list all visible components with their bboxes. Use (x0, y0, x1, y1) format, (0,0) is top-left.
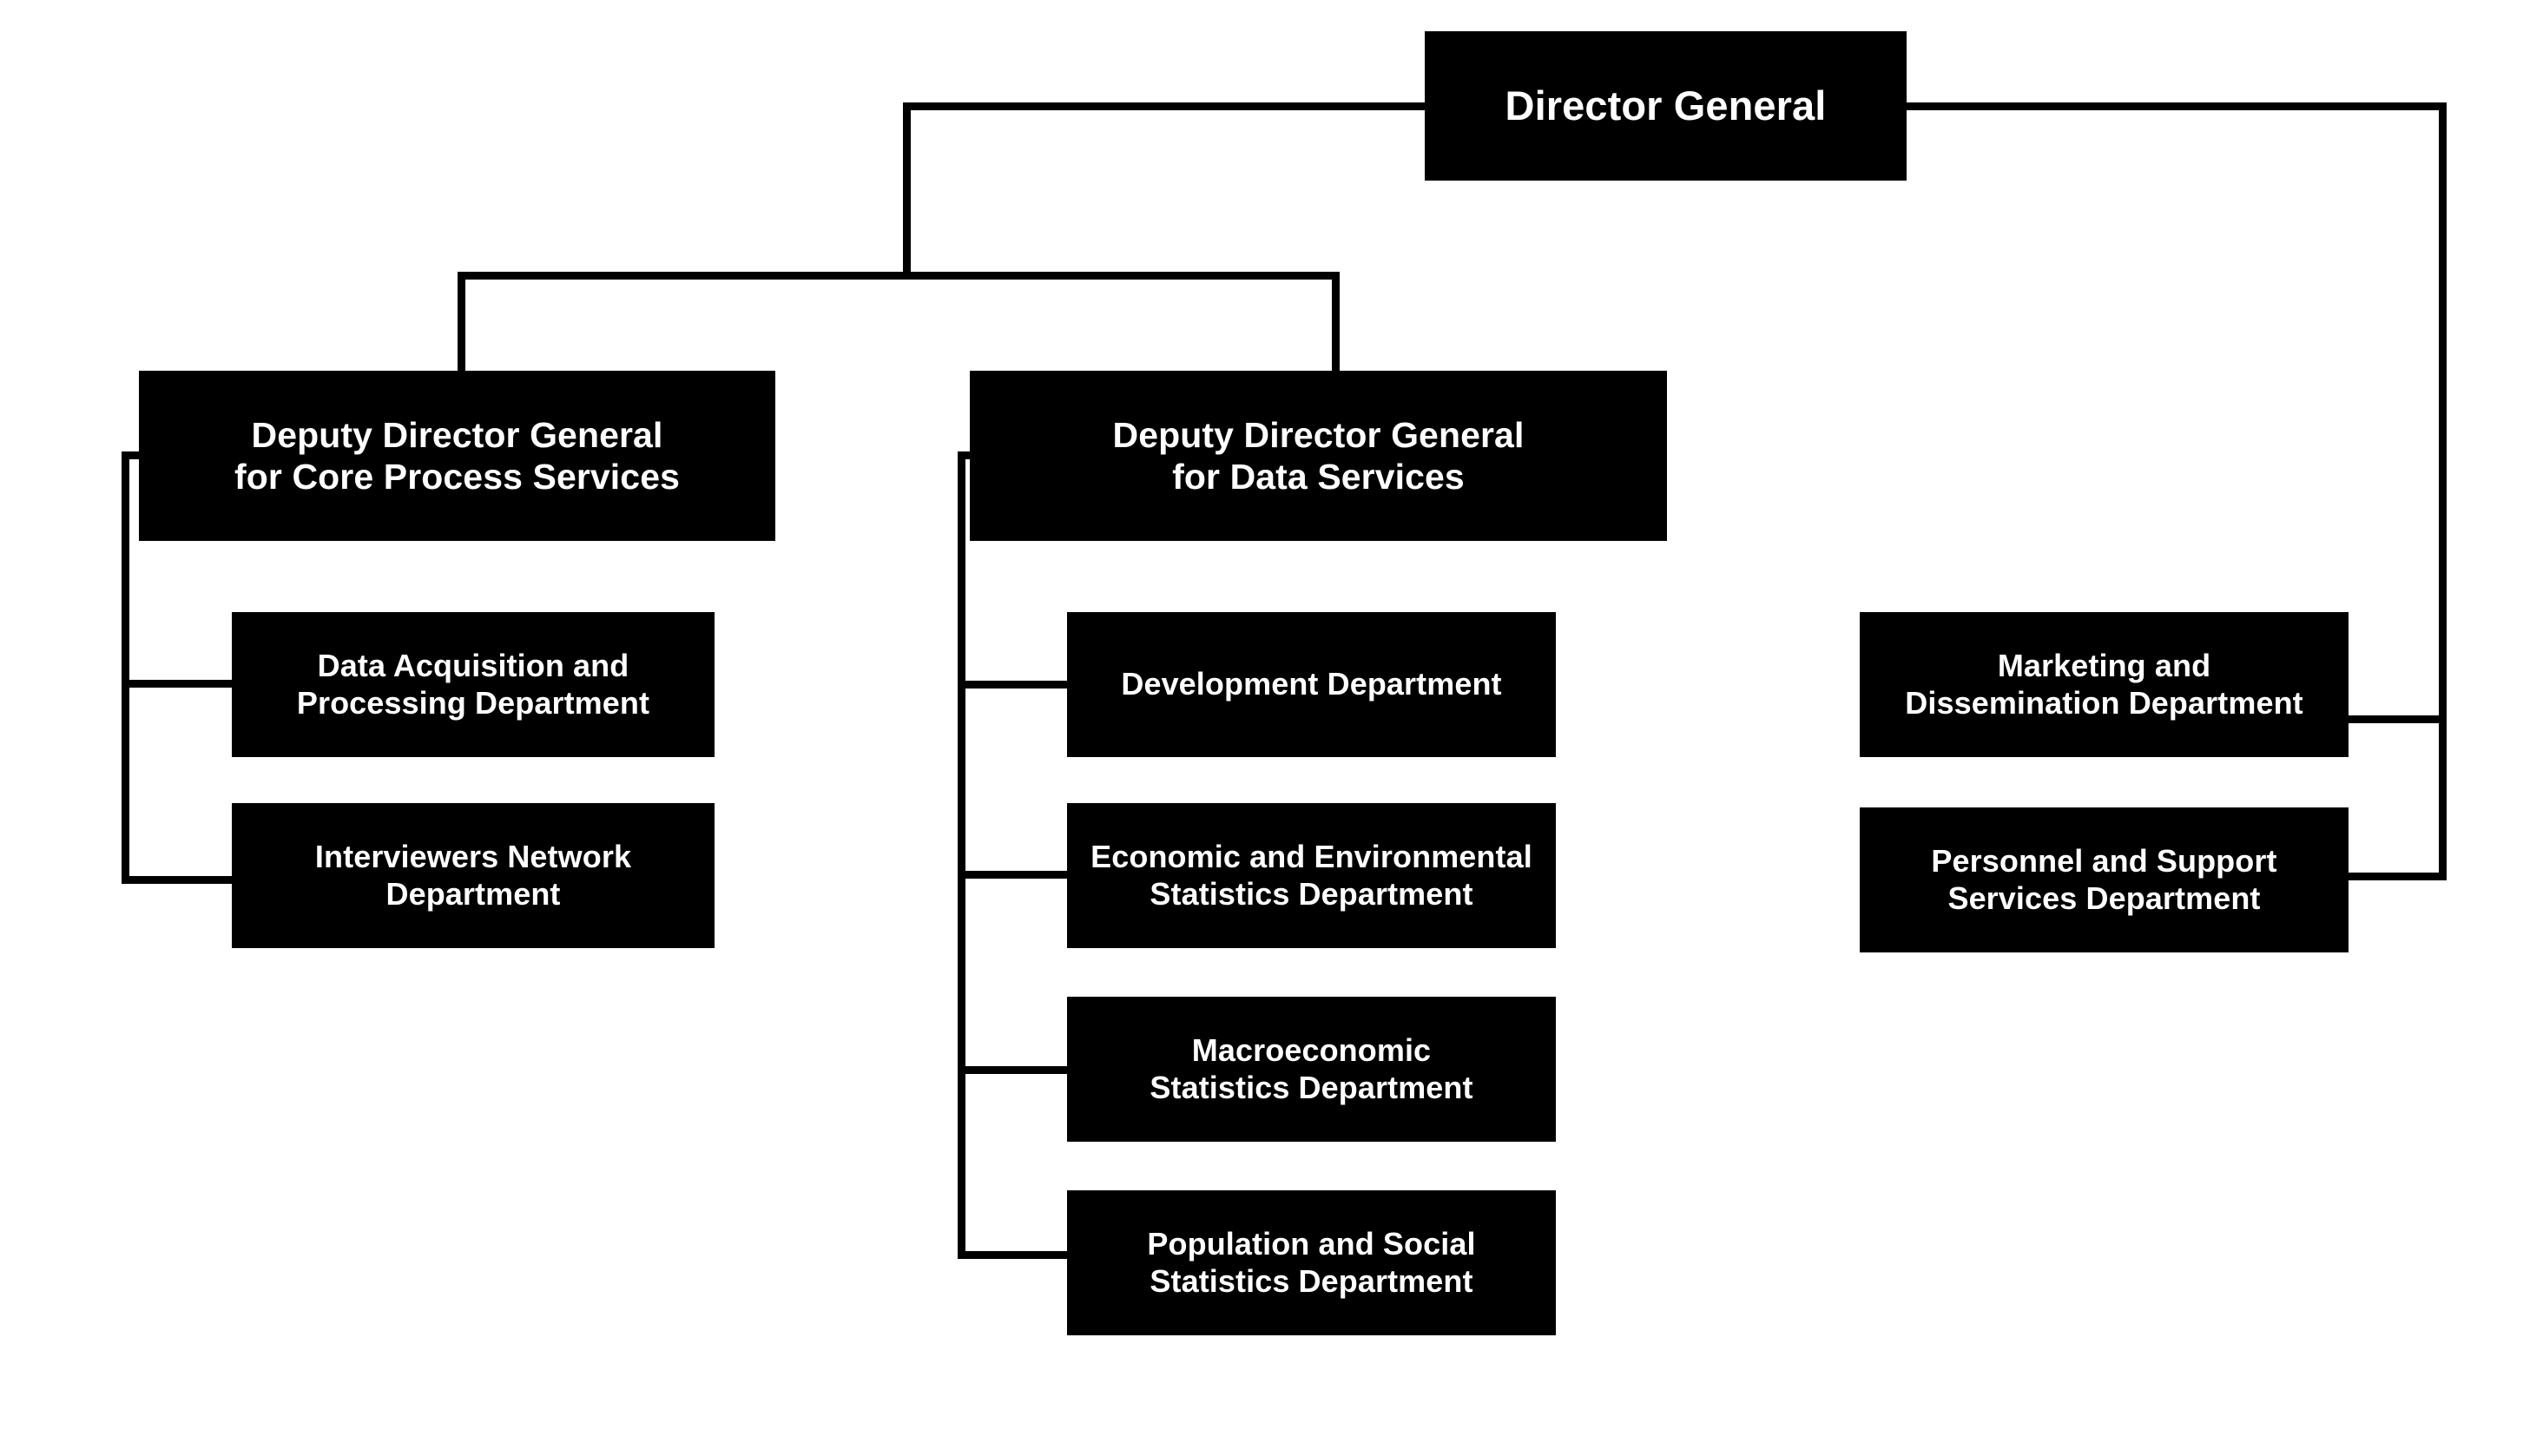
node-data-acquisition-processing-department-label: Data Acquisition and Processing Departme… (296, 648, 650, 721)
node-deputy-data-services[interactable]: Deputy Director General for Data Service… (970, 371, 1667, 541)
connector-right-to-marketing (2344, 715, 2447, 723)
node-economic-environmental-statistics-department-label: Economic and Environmental Statistics De… (1090, 839, 1532, 912)
connector-core-to-dept-2 (122, 876, 234, 884)
connector-data-to-dept-4 (958, 1251, 1071, 1259)
connector-data-spine-top-stub (958, 451, 980, 459)
node-data-acquisition-processing-department[interactable]: Data Acquisition and Processing Departme… (232, 612, 715, 757)
node-macroeconomic-statistics-department[interactable]: Macroeconomic Statistics Department (1067, 997, 1556, 1142)
connector-right-trunk-vertical (2439, 102, 2447, 880)
connector-data-spine (958, 451, 965, 1259)
connector-drop-deputy-core (458, 272, 465, 374)
connector-core-to-dept-1 (122, 680, 234, 688)
node-economic-environmental-statistics-department[interactable]: Economic and Environmental Statistics De… (1067, 803, 1556, 948)
connector-drop-deputy-data (1332, 272, 1340, 374)
connector-data-to-dept-1 (958, 681, 1071, 688)
node-personnel-support-services-department-label: Personnel and Support Services Departmen… (1931, 843, 2277, 916)
node-population-social-statistics-department-label: Population and Social Statistics Departm… (1147, 1226, 1476, 1299)
node-macroeconomic-statistics-department-label: Macroeconomic Statistics Department (1150, 1032, 1473, 1105)
node-interviewers-network-department[interactable]: Interviewers Network Department (232, 803, 715, 948)
node-personnel-support-services-department[interactable]: Personnel and Support Services Departmen… (1860, 807, 2349, 952)
connector-left-trunk-vertical (903, 102, 911, 274)
node-development-department[interactable]: Development Department (1067, 612, 1556, 757)
connector-dg-to-right-trunk (1907, 102, 2447, 110)
connector-deputy-spreader (458, 272, 1340, 280)
node-marketing-dissemination-department[interactable]: Marketing and Dissemination Department (1860, 612, 2349, 757)
node-development-department-label: Development Department (1121, 666, 1502, 702)
connector-core-spine (122, 451, 129, 884)
node-population-social-statistics-department[interactable]: Population and Social Statistics Departm… (1067, 1190, 1556, 1335)
connector-dg-to-left-trunk (903, 102, 1425, 110)
connector-right-to-personnel (2344, 873, 2447, 880)
connector-data-to-dept-3 (958, 1066, 1071, 1074)
node-interviewers-network-department-label: Interviewers Network Department (314, 839, 632, 912)
node-deputy-data-services-label: Deputy Director General for Data Service… (1112, 414, 1525, 497)
node-deputy-core-process-services-label: Deputy Director General for Core Process… (234, 414, 680, 497)
node-director-general[interactable]: Director General (1425, 31, 1907, 181)
node-marketing-dissemination-department-label: Marketing and Dissemination Department (1905, 648, 2303, 721)
connector-data-to-dept-2 (958, 871, 1071, 879)
node-deputy-core-process-services[interactable]: Deputy Director General for Core Process… (139, 371, 775, 541)
connector-core-spine-top-stub (122, 451, 144, 459)
node-director-general-label: Director General (1505, 82, 1827, 129)
